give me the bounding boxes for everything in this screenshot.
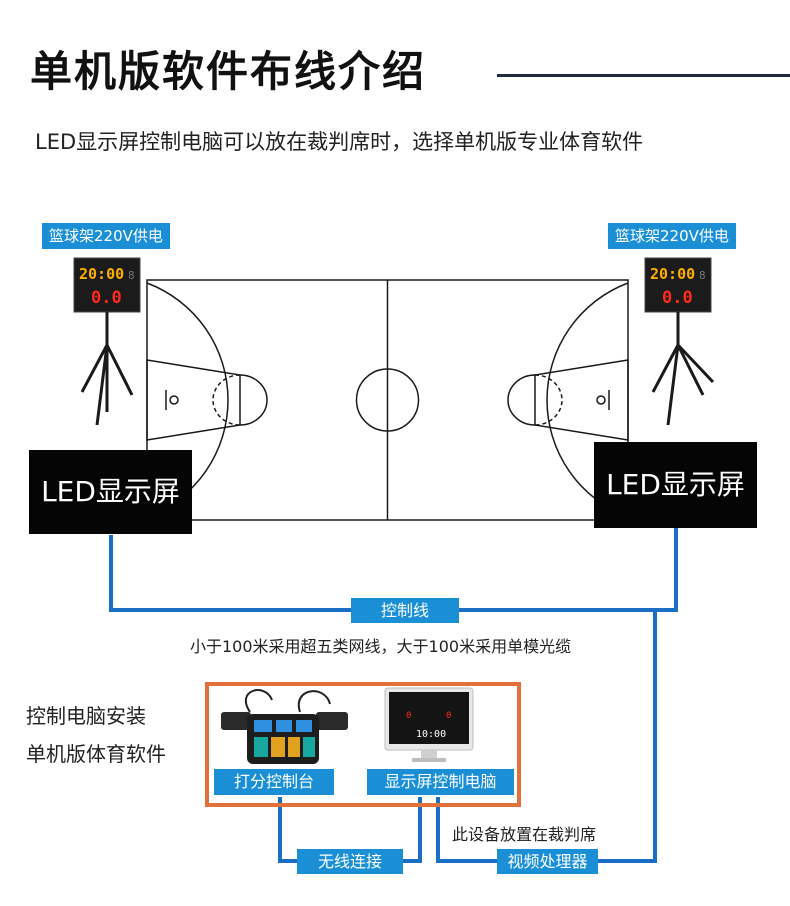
monitor-score-left: 0 (406, 711, 411, 721)
left-scoreboard-stand: 20:00 8 0.0 (73, 257, 141, 426)
computer-to-processor-line (436, 797, 497, 863)
monitor-screen (389, 692, 469, 744)
control-pc-note-line2: 单机版体育软件 (26, 742, 166, 766)
left-scoreboard-housing (73, 257, 141, 313)
console-right-pad (316, 712, 348, 730)
left-power-label: 篮球架220V供电 (42, 223, 170, 249)
right-three-point-line (546, 282, 629, 518)
left-free-throw-arc-dashed (212, 374, 241, 426)
left-key (146, 359, 241, 441)
monitor-base (412, 758, 446, 762)
wireless-link-line (278, 797, 297, 863)
wireless-connection-label: 无线连接 (297, 849, 403, 874)
right-scoreboard-small-digit: 8 (699, 269, 706, 282)
title-rule (497, 74, 790, 77)
right-tripod (651, 312, 715, 426)
control-computer-label: 显示屏控制电脑 (367, 769, 514, 795)
referee-desk-frame (205, 682, 521, 807)
right-scoreboard-stand: 20:00 8 0.0 (644, 257, 715, 426)
basketball-court (146, 279, 629, 521)
control-pc-note-line1: 控制电脑安装 (26, 704, 146, 728)
page-subtitle: LED显示屏控制电脑可以放在裁判席时，选择单机版专业体育软件 (35, 130, 644, 154)
left-scoreboard-time: 20:00 (79, 265, 124, 283)
right-free-throw-arc-dashed (534, 374, 563, 426)
right-led-display: LED显示屏 (594, 442, 757, 528)
right-scoreboard-housing (644, 257, 712, 313)
video-processor-label: 视频处理器 (497, 849, 598, 874)
wireless-link-line-right (403, 797, 422, 863)
center-circle (355, 368, 420, 432)
control-line-label: 控制线 (351, 598, 459, 623)
monitor-score-right: 0 (446, 711, 451, 721)
left-scoreboard-shot-clock: 0.0 (91, 288, 122, 308)
left-tripod (80, 312, 134, 426)
cable-note: 小于100米采用超五类网线，大于100米采用单模光缆 (190, 637, 572, 656)
right-scoreboard-time: 20:00 (650, 265, 695, 283)
right-power-label: 篮球架220V供电 (608, 223, 736, 249)
left-free-throw-arc (239, 374, 268, 426)
console-left-pad (221, 712, 251, 730)
control-computer-monitor: 0 0 10:00 (384, 687, 474, 762)
scoring-console-device (221, 689, 348, 764)
monitor-time: 10:00 (416, 729, 446, 740)
right-scoreboard-shot-clock: 0.0 (662, 288, 693, 308)
scoring-console-label: 打分控制台 (214, 769, 334, 795)
right-key (534, 359, 629, 441)
placement-note: 此设备放置在裁判席 (452, 825, 597, 844)
right-rim (596, 395, 606, 405)
video-processor-line (598, 610, 657, 863)
right-free-throw-arc (507, 374, 536, 426)
left-led-display: LED显示屏 (29, 450, 192, 534)
page-title: 单机版软件布线介绍 (30, 47, 427, 96)
left-rim (169, 395, 179, 405)
left-scoreboard-small-digit: 8 (128, 269, 135, 282)
monitor-stand (421, 750, 437, 758)
